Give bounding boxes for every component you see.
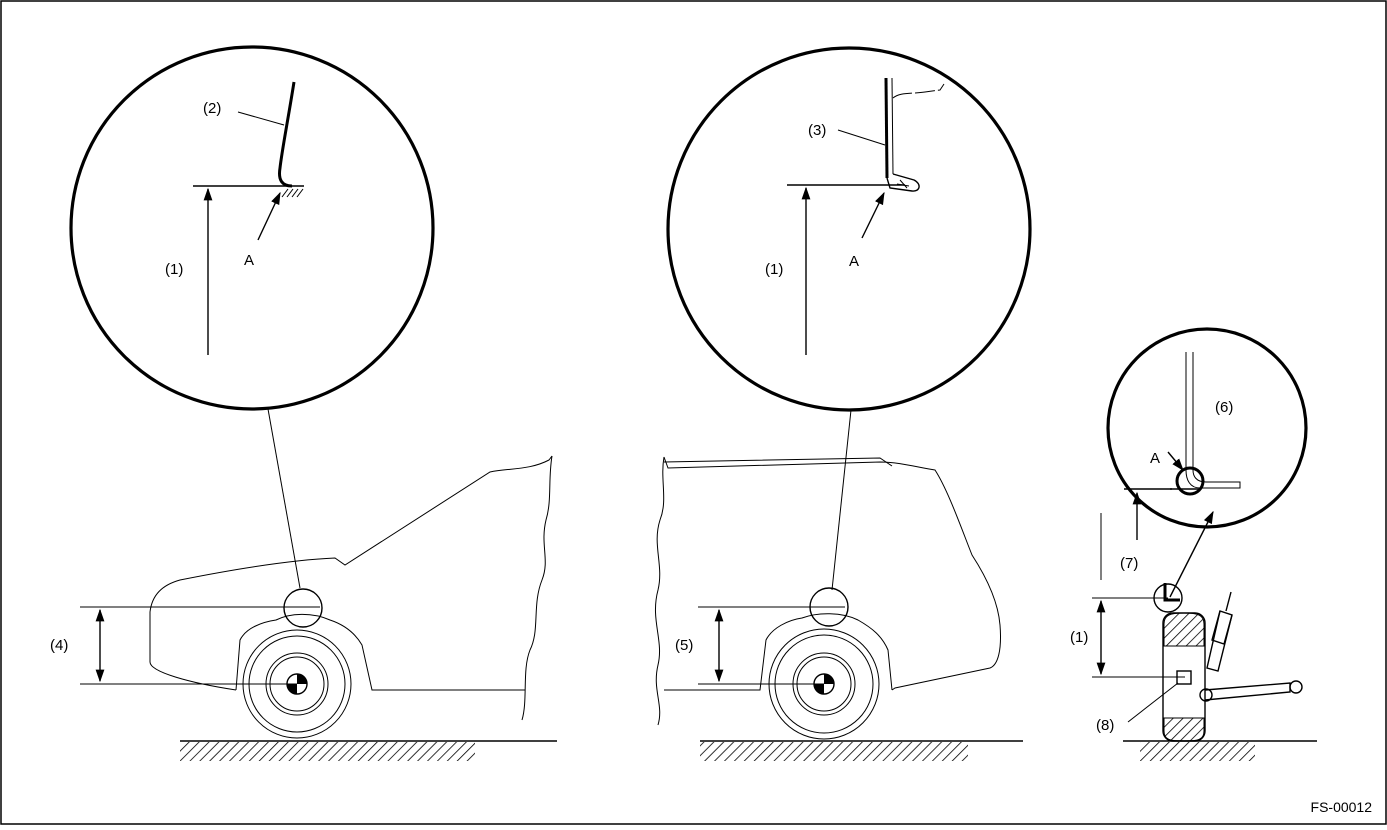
- label-2: (2): [203, 100, 221, 117]
- rear-vehicle: [655, 456, 1001, 740]
- label-1-right: (1): [1070, 629, 1088, 646]
- suspension-detail-circle: [1106, 327, 1308, 540]
- label-1-front: (1): [165, 261, 183, 278]
- label-8: (8): [1096, 717, 1114, 734]
- label-5: (5): [675, 637, 693, 654]
- front-vehicle: [80, 455, 553, 739]
- rear-ground: [700, 740, 1023, 761]
- front-detail-circle: [69, 45, 435, 411]
- rear-detail-circle: [666, 46, 1032, 412]
- detail-arrow: [1169, 510, 1214, 598]
- label-7: (7): [1120, 555, 1138, 572]
- front-leader-line: [267, 408, 301, 589]
- label-4: (4): [50, 637, 68, 654]
- rear-leader-line: [831, 409, 852, 591]
- label-a-front: A: [244, 252, 254, 269]
- label-a-rear: A: [849, 253, 859, 270]
- suspension-assembly: [1092, 513, 1303, 742]
- label-a-detail: A: [1150, 450, 1160, 467]
- right-ground: [1123, 740, 1317, 761]
- front-ground: [180, 740, 557, 761]
- label-3: (3): [808, 122, 826, 139]
- figure-id: FS-00012: [1311, 799, 1373, 815]
- label-6: (6): [1215, 399, 1233, 416]
- label-1-rear: (1): [765, 261, 783, 278]
